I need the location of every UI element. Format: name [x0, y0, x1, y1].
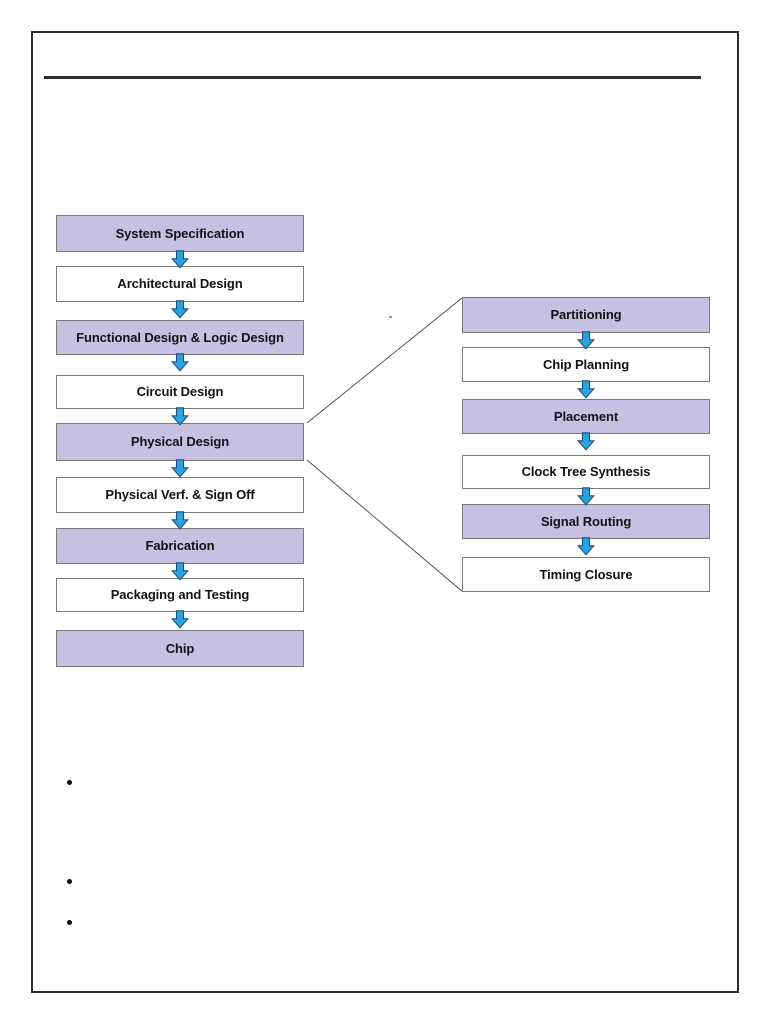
- down-arrow-icon: [577, 537, 595, 556]
- flow-step-label: Fabrication: [145, 538, 215, 554]
- down-arrow-icon: [577, 380, 595, 399]
- flow-step-chip-planning: Chip Planning: [462, 347, 710, 382]
- down-arrow-icon: [171, 562, 189, 581]
- flow-step-label: Chip: [165, 640, 195, 656]
- down-arrow-icon: [171, 407, 189, 426]
- flow-step-label: Circuit Design: [136, 384, 224, 400]
- down-arrow-icon: [577, 487, 595, 506]
- flow-step-packaging-testing: Packaging and Testing: [56, 578, 304, 612]
- flow-step-label: Clock Tree Synthesis: [521, 464, 651, 480]
- flow-step-timing-closure: Timing Closure: [462, 557, 710, 592]
- title-underline: [44, 76, 701, 79]
- bullet-marker: [66, 878, 73, 885]
- flow-step-system-specification: System Specification: [56, 215, 304, 252]
- flow-step-partitioning: Partitioning: [462, 297, 710, 333]
- flow-step-label: Architectural Design: [117, 276, 243, 292]
- flow-step-label: Timing Closure: [539, 566, 633, 582]
- down-arrow-icon: [171, 511, 189, 530]
- down-arrow-icon: [171, 353, 189, 372]
- down-arrow-icon: [577, 331, 595, 350]
- flow-step-label: Placement: [553, 408, 619, 424]
- flow-step-label: Physical Design: [130, 434, 230, 450]
- bullet-marker: [66, 919, 73, 926]
- flow-step-chip: Chip: [56, 630, 304, 667]
- flow-step-signal-routing: Signal Routing: [462, 504, 710, 539]
- down-arrow-icon: [171, 610, 189, 629]
- flow-step-label: Functional Design & Logic Design: [76, 329, 284, 345]
- flow-step-label: Chip Planning: [542, 356, 630, 372]
- flow-step-fabrication: Fabrication: [56, 528, 304, 564]
- down-arrow-icon: [171, 300, 189, 319]
- down-arrow-icon: [171, 459, 189, 478]
- flow-step-functional-logic-design: Functional Design & Logic Design: [56, 320, 304, 355]
- flow-step-physical-design: Physical Design: [56, 423, 304, 461]
- flow-step-clock-tree-synthesis: Clock Tree Synthesis: [462, 455, 710, 489]
- flow-step-label: System Specification: [115, 225, 245, 241]
- flow-step-placement: Placement: [462, 399, 710, 434]
- flow-step-label: Partitioning: [550, 307, 622, 323]
- flow-step-label: Signal Routing: [540, 513, 632, 529]
- artifact-dot: [389, 316, 392, 318]
- flow-step-architectural-design: Architectural Design: [56, 266, 304, 302]
- flow-step-label: Packaging and Testing: [110, 587, 250, 603]
- down-arrow-icon: [577, 432, 595, 451]
- flow-step-physical-verification-signoff: Physical Verf. & Sign Off: [56, 477, 304, 513]
- page-border-frame: [31, 31, 739, 993]
- bullet-marker: [66, 779, 73, 786]
- flow-step-label: Physical Verf. & Sign Off: [105, 487, 255, 503]
- down-arrow-icon: [171, 250, 189, 269]
- flow-step-circuit-design: Circuit Design: [56, 375, 304, 409]
